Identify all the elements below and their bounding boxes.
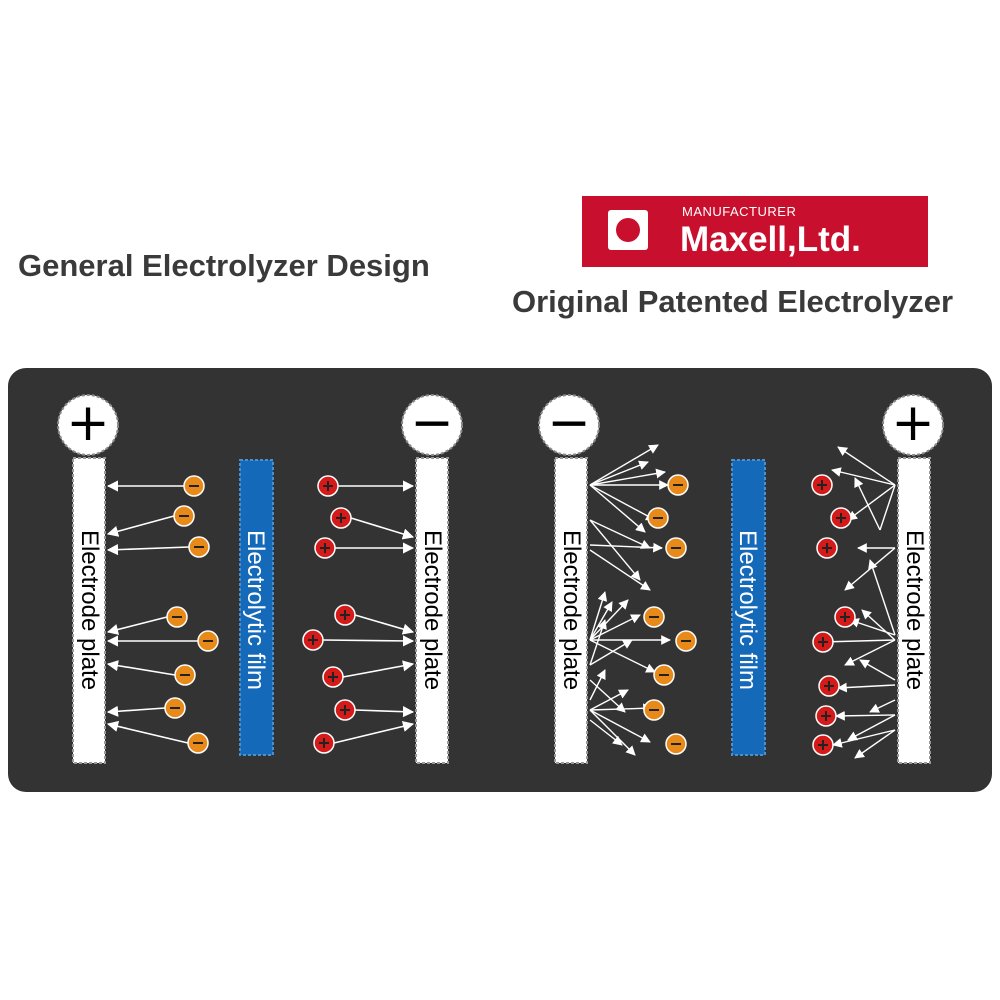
right-plus-terminal: + xyxy=(882,393,944,456)
positive-ion xyxy=(818,675,840,697)
negative-ion xyxy=(643,606,665,628)
negative-ion xyxy=(183,475,205,497)
electrolytic-film: Electrolytic film xyxy=(239,459,274,756)
negative-ion xyxy=(197,630,219,652)
negative-ion xyxy=(675,630,697,652)
negative-ion xyxy=(643,699,665,721)
positive-ion xyxy=(302,629,324,651)
minus-sign: − xyxy=(410,393,454,453)
manufacturer-badge: MANUFACTURER Maxell,Ltd. xyxy=(582,196,928,267)
negative-ions xyxy=(164,475,219,754)
negative-ion xyxy=(164,697,186,719)
positive-ion xyxy=(334,699,356,721)
electrode-plate: Electrode plate xyxy=(415,457,449,764)
manufacturer-name: Maxell,Ltd. xyxy=(680,220,861,259)
electrode-plate-label: Electrode plate xyxy=(76,530,103,690)
electrode-plate: Electrode plate xyxy=(72,457,106,764)
negative-ions xyxy=(643,474,697,755)
positive-ion xyxy=(314,537,336,559)
original-design-diagram: − + Electrode plate Electrode plate Elec… xyxy=(538,393,944,764)
original-design-title: Original Patented Electrolyzer xyxy=(512,284,954,319)
electrolytic-film: Electrolytic film xyxy=(731,459,766,756)
ion-arrows xyxy=(589,444,896,759)
positive-ions xyxy=(302,475,356,754)
positive-ion xyxy=(812,631,834,653)
plus-sign: + xyxy=(66,393,110,453)
right-minus-terminal: − xyxy=(538,393,600,456)
positive-ion xyxy=(334,604,356,626)
positive-ions xyxy=(811,474,856,756)
electrode-plate-label: Electrode plate xyxy=(419,530,446,690)
positive-ion xyxy=(812,734,834,756)
maxell-logo-icon xyxy=(608,210,648,250)
negative-ion xyxy=(665,733,687,755)
negative-ion xyxy=(173,505,195,527)
ion-arrows xyxy=(106,480,415,744)
positive-ion xyxy=(330,507,352,529)
negative-ion xyxy=(647,507,669,529)
positive-ion xyxy=(313,732,335,754)
negative-ion xyxy=(187,732,209,754)
electrode-plate-label: Electrode plate xyxy=(558,530,585,690)
electrolytic-film-label: Electrolytic film xyxy=(734,530,761,690)
positive-ion xyxy=(816,537,838,559)
negative-ion xyxy=(667,474,689,496)
electrode-plate: Electrode plate xyxy=(897,457,931,764)
positive-ion xyxy=(322,666,344,688)
general-design-title: General Electrolyzer Design xyxy=(18,248,430,283)
electrolytic-film-label: Electrolytic film xyxy=(242,530,269,690)
minus-sign: − xyxy=(547,393,591,453)
manufacturer-label: MANUFACTURER xyxy=(682,204,797,219)
left-minus-terminal: − xyxy=(401,393,463,456)
negative-ion xyxy=(188,536,210,558)
negative-ion xyxy=(665,537,687,559)
plus-sign: + xyxy=(891,393,935,453)
general-design-diagram: + − Electrode plate Electrode plate Elec… xyxy=(57,393,463,764)
left-plus-terminal: + xyxy=(57,393,119,456)
positive-ion xyxy=(834,606,856,628)
negative-ion xyxy=(653,664,675,686)
negative-ion xyxy=(174,664,196,686)
positive-ion xyxy=(815,705,837,727)
positive-ion xyxy=(317,475,339,497)
positive-ion xyxy=(811,474,833,496)
electrode-plate-label: Electrode plate xyxy=(901,530,928,690)
negative-ion xyxy=(166,606,188,628)
positive-ion xyxy=(830,507,852,529)
electrode-plate: Electrode plate xyxy=(554,457,588,764)
